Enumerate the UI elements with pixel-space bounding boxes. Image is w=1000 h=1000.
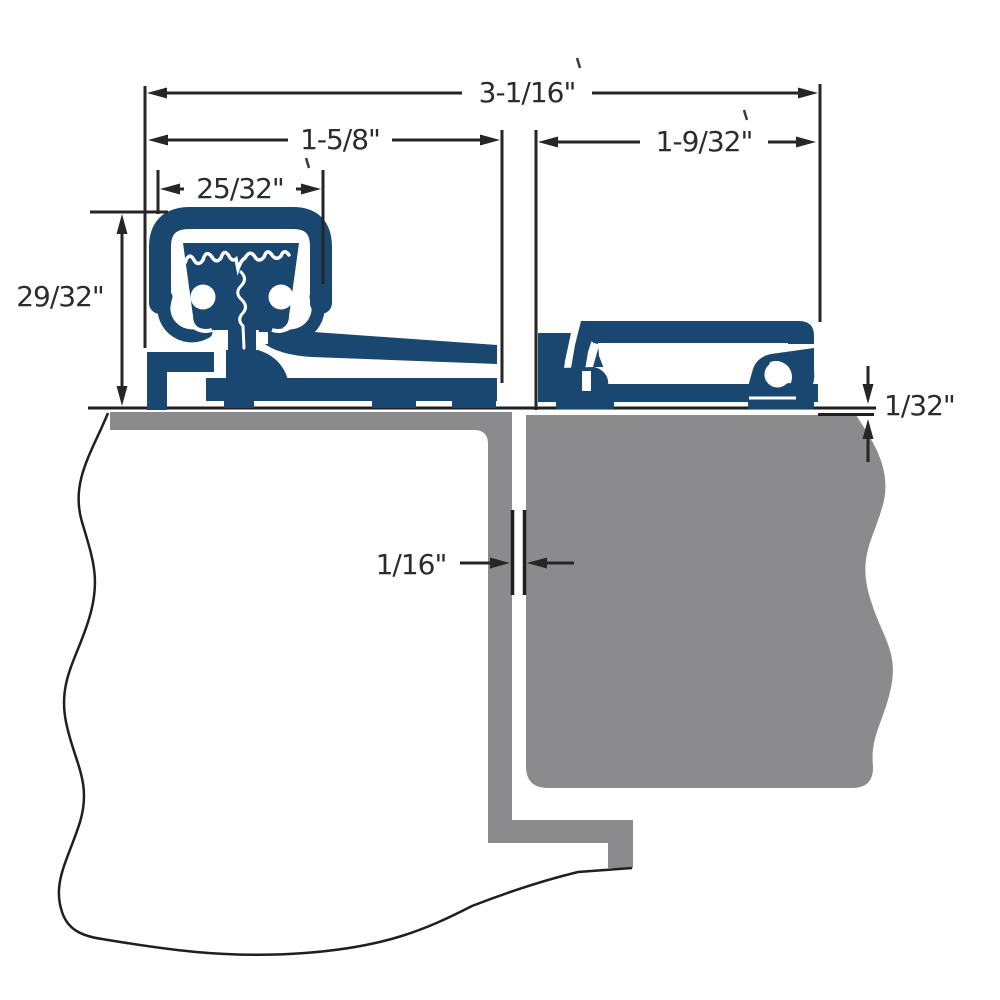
arrowhead-down [116, 386, 128, 406]
door-leaf-top-bar [581, 321, 814, 344]
artifact-tick [575, 57, 582, 69]
gear-mesh-centerline [236, 270, 247, 350]
frame-leaf-base-bar [206, 378, 497, 401]
gear-slot-left [183, 308, 213, 333]
arrowhead-down [862, 384, 874, 404]
dim-label-overall-width: 3-1/16" [479, 76, 576, 109]
gear-notch-right [259, 332, 268, 344]
dim-overall-width: 3-1/16" [143, 57, 822, 348]
arrowhead-right [798, 87, 818, 99]
frame-leaf-profile [147, 328, 497, 410]
arrowhead-left [527, 557, 547, 569]
dim-vertical-clearance: 1/32" [862, 366, 956, 462]
dim-label-cap-width: 25/32" [196, 172, 284, 205]
frame-leaf-foot [224, 399, 254, 408]
dim-label-frame-leaf: 1-5/8" [300, 123, 380, 156]
frame-gray-section [110, 412, 633, 868]
door-leaf-foot-notch [582, 371, 591, 391]
arrowhead-left [148, 134, 168, 146]
dim-label-door-leaf: 1-9/32" [656, 125, 753, 158]
gear-slot-right [271, 308, 301, 333]
dim-profile-height: 29/32" [16, 210, 168, 406]
dim-frame-leaf-width: 1-5/8" [148, 123, 504, 383]
arrowhead-right [480, 134, 500, 146]
frame-leaf-foot [452, 399, 496, 408]
door-leaf-bottom-bar [538, 384, 818, 402]
pin-bore-left [190, 284, 216, 310]
gear-cap-channel [149, 207, 332, 314]
arrowhead-left [147, 87, 167, 99]
frame-material [57, 412, 633, 957]
door-leaf-channel-interior [598, 343, 788, 384]
arrowhead-left [160, 183, 180, 195]
dim-door-frame-gap: 1/16" [376, 510, 574, 595]
frame-leaf-fin [258, 328, 497, 364]
artifact-tick [742, 109, 749, 121]
arrowhead-right [490, 557, 510, 569]
pin-bore-right [268, 284, 294, 310]
arrowhead-right [301, 183, 321, 195]
frame-break-line [57, 412, 633, 957]
artifact-tick [304, 157, 311, 169]
door-leaf-foot [556, 400, 614, 409]
arrowhead-up [116, 214, 128, 234]
gear-teeth-line [183, 250, 291, 276]
dim-label-door-frame-gap: 1/16" [376, 548, 447, 581]
arrowhead-left [538, 136, 558, 148]
gear-wing-right [269, 290, 325, 343]
door-material [526, 415, 893, 788]
dim-label-profile-height: 29/32" [16, 280, 104, 313]
gear-notch-left [216, 332, 225, 344]
dim-cap-width: 25/32" [156, 157, 325, 284]
door-leaf-hook-curl [756, 358, 793, 396]
arrowhead-up [862, 419, 874, 439]
dim-door-leaf-width: 1-9/32" [534, 109, 816, 410]
arrowhead-right [796, 136, 816, 148]
door-leaf-foot [748, 400, 814, 409]
door-leaf-profile [538, 321, 818, 409]
door-leaf-slant-wall [570, 321, 598, 376]
door-gray-section [526, 415, 893, 788]
dim-label-vertical-clearance: 1/32" [884, 389, 955, 422]
gear-hinge-assembly [149, 207, 332, 358]
frame-leaf-foot [372, 399, 416, 408]
gear-wing-left [157, 290, 213, 343]
frame-leaf-bracket [147, 352, 214, 410]
